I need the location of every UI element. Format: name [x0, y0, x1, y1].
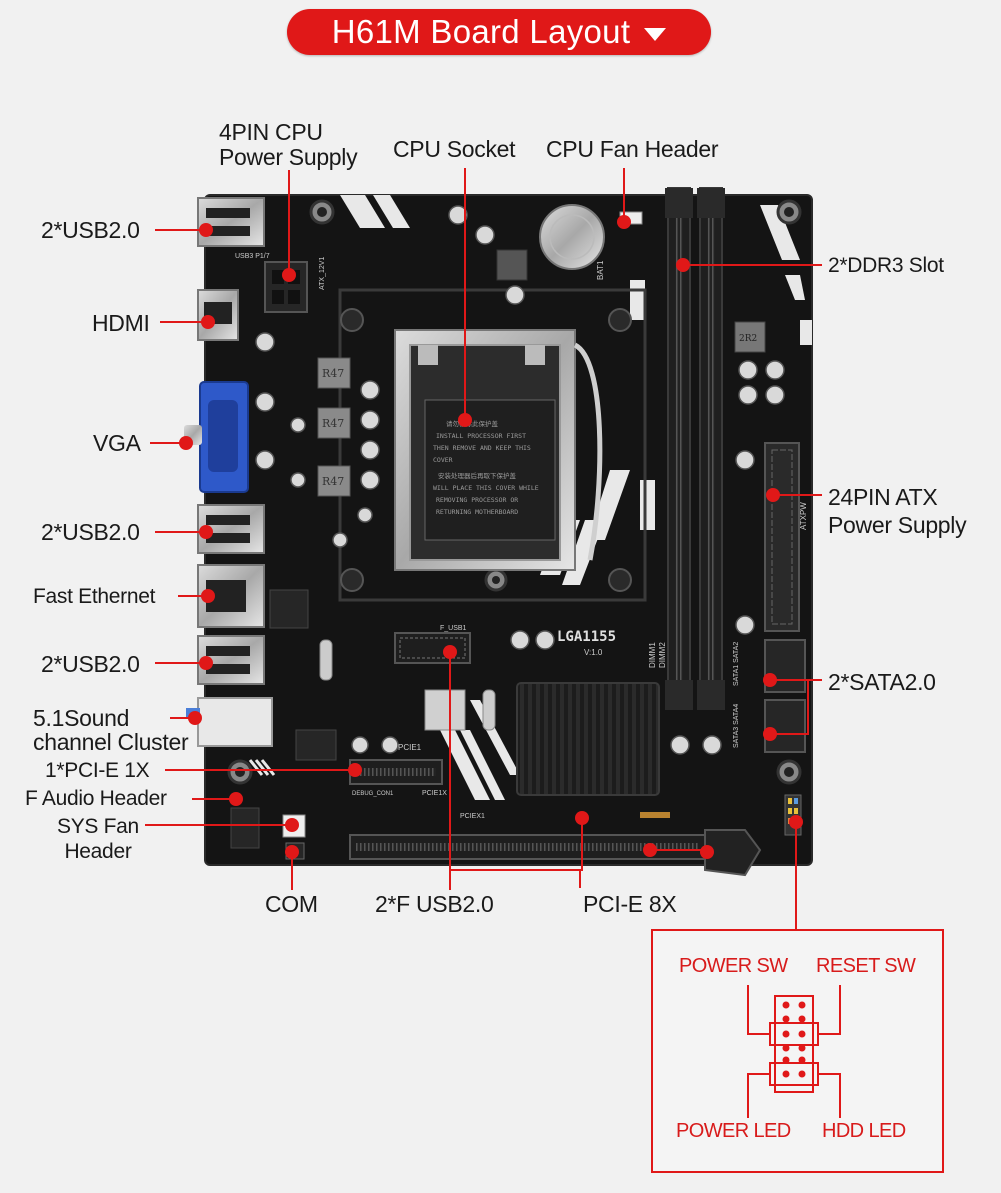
cpu-fan-label: CPU Fan Header — [546, 136, 719, 162]
sata-ports: SATA1 SATA2 SATA3 SATA4 — [733, 639, 806, 753]
cmos-battery: BAT1 — [539, 204, 605, 280]
warning-line: 请勿移除此保护盖 — [446, 419, 499, 428]
pcie8x-label: PCI-E 8X — [583, 891, 677, 917]
callout-pointers — [145, 168, 822, 930]
caret-down-icon — [644, 27, 667, 41]
socket-version-label: V:1.0 — [584, 648, 603, 657]
warning-line: 安装处理器后再取下保护盖 — [438, 471, 517, 480]
choke-label: 2R2 — [739, 334, 757, 344]
ddr3-label: 2*DDR3 Slot — [828, 254, 944, 277]
hdmi-label: HDMI — [92, 310, 150, 336]
reset-sw-label: RESET SW — [816, 955, 916, 977]
front-panel-pinout — [651, 929, 944, 1173]
vga-label: VGA — [93, 430, 141, 456]
atx12v-label: ATX_12V1 — [319, 257, 326, 290]
debug-label: DEBUG_CON1 — [352, 791, 394, 797]
title-banner: H61M Board Layout — [287, 9, 711, 55]
cpu-4pin-connector: USB3 P1/7 ATX_12V1 — [235, 253, 326, 313]
cooler-mount-frame — [338, 288, 647, 602]
ddr3-slots: DIMM1 DIMM2 — [648, 187, 725, 710]
sata-label: 2*SATA2.0 — [828, 669, 936, 695]
hdd-led-label: HDD LED — [822, 1120, 906, 1142]
usb-port-label: USB3 P1/7 — [235, 253, 270, 260]
power-led-label: POWER LED — [676, 1120, 791, 1142]
atx-label: ATXPW — [799, 502, 808, 530]
front-panel-header — [784, 794, 802, 836]
choke-label: R47 — [322, 417, 344, 430]
usb-low-label: 2*USB2.0 — [41, 651, 140, 677]
pcie-x8-slot — [349, 829, 762, 877]
power-sw-label: POWER SW — [679, 955, 788, 977]
warning-line: THEN REMOVE AND KEEP THIS — [433, 444, 531, 452]
dimm1-label: DIMM1 — [648, 642, 657, 668]
warning-line: WILL PLACE THIS COVER WHILE — [433, 484, 539, 492]
usb-top-label: 2*USB2.0 — [41, 217, 140, 243]
pciex1b-label: PCIEX1 — [460, 813, 485, 820]
pcie-x1-slot: PCIE1 DEBUG_CON1 PCIE1X PCIEX1 — [349, 743, 485, 820]
sound-label: 5.1Sound channel Cluster — [33, 705, 189, 755]
cpu-power-label: 4PIN CPU Power Supply — [219, 119, 358, 170]
pcie1x-label: 1*PCI-E 1X — [45, 759, 150, 782]
choke-label: R47 — [322, 475, 344, 488]
usb-mid-label: 2*USB2.0 — [41, 519, 140, 545]
cpu-socket-label: CPU Socket — [393, 136, 516, 162]
page-title: H61M Board Layout — [331, 13, 631, 50]
cpu-socket — [394, 329, 603, 571]
ethernet-label: Fast Ethernet — [33, 585, 156, 608]
socket-warning-text: 请勿移除此保护盖 INSTALL PROCESSOR FIRST THEN RE… — [433, 419, 539, 516]
warning-line: COVER — [433, 456, 453, 464]
warning-line: RETURNING MOTHERBOARD — [436, 508, 518, 516]
pcie1-label: PCIE1 — [398, 743, 422, 752]
pciex1-label: PCIE1X — [422, 790, 447, 797]
vrm-chokes: R47 R47 R47 2R2 — [317, 249, 766, 497]
f-usb-label: 2*F USB2.0 — [375, 891, 494, 917]
atx-24pin-connector: ATXPW — [764, 442, 808, 632]
com-label: COM — [265, 891, 318, 917]
socket-model-label: LGA1155 — [557, 629, 616, 645]
sata34-label: SATA3 SATA4 — [733, 704, 740, 748]
warning-line: REMOVING PROCESSOR OR — [436, 496, 518, 504]
chipset-heatsink — [516, 682, 660, 796]
dimm2-label: DIMM2 — [658, 642, 667, 668]
choke-label: R47 — [322, 367, 344, 380]
f-audio-label: F Audio Header — [25, 787, 167, 810]
atx24-label: 24PIN ATX Power Supply — [828, 484, 967, 538]
sys-fan-label: SYS Fan Header — [57, 815, 139, 863]
warning-line: INSTALL PROCESSOR FIRST — [436, 432, 526, 440]
sata12-label: SATA1 SATA2 — [733, 642, 740, 686]
battery-label: BAT1 — [596, 260, 605, 280]
capacitors — [255, 205, 785, 755]
fusb-label: F_USB1 — [440, 625, 467, 632]
mounting-holes — [227, 199, 802, 785]
